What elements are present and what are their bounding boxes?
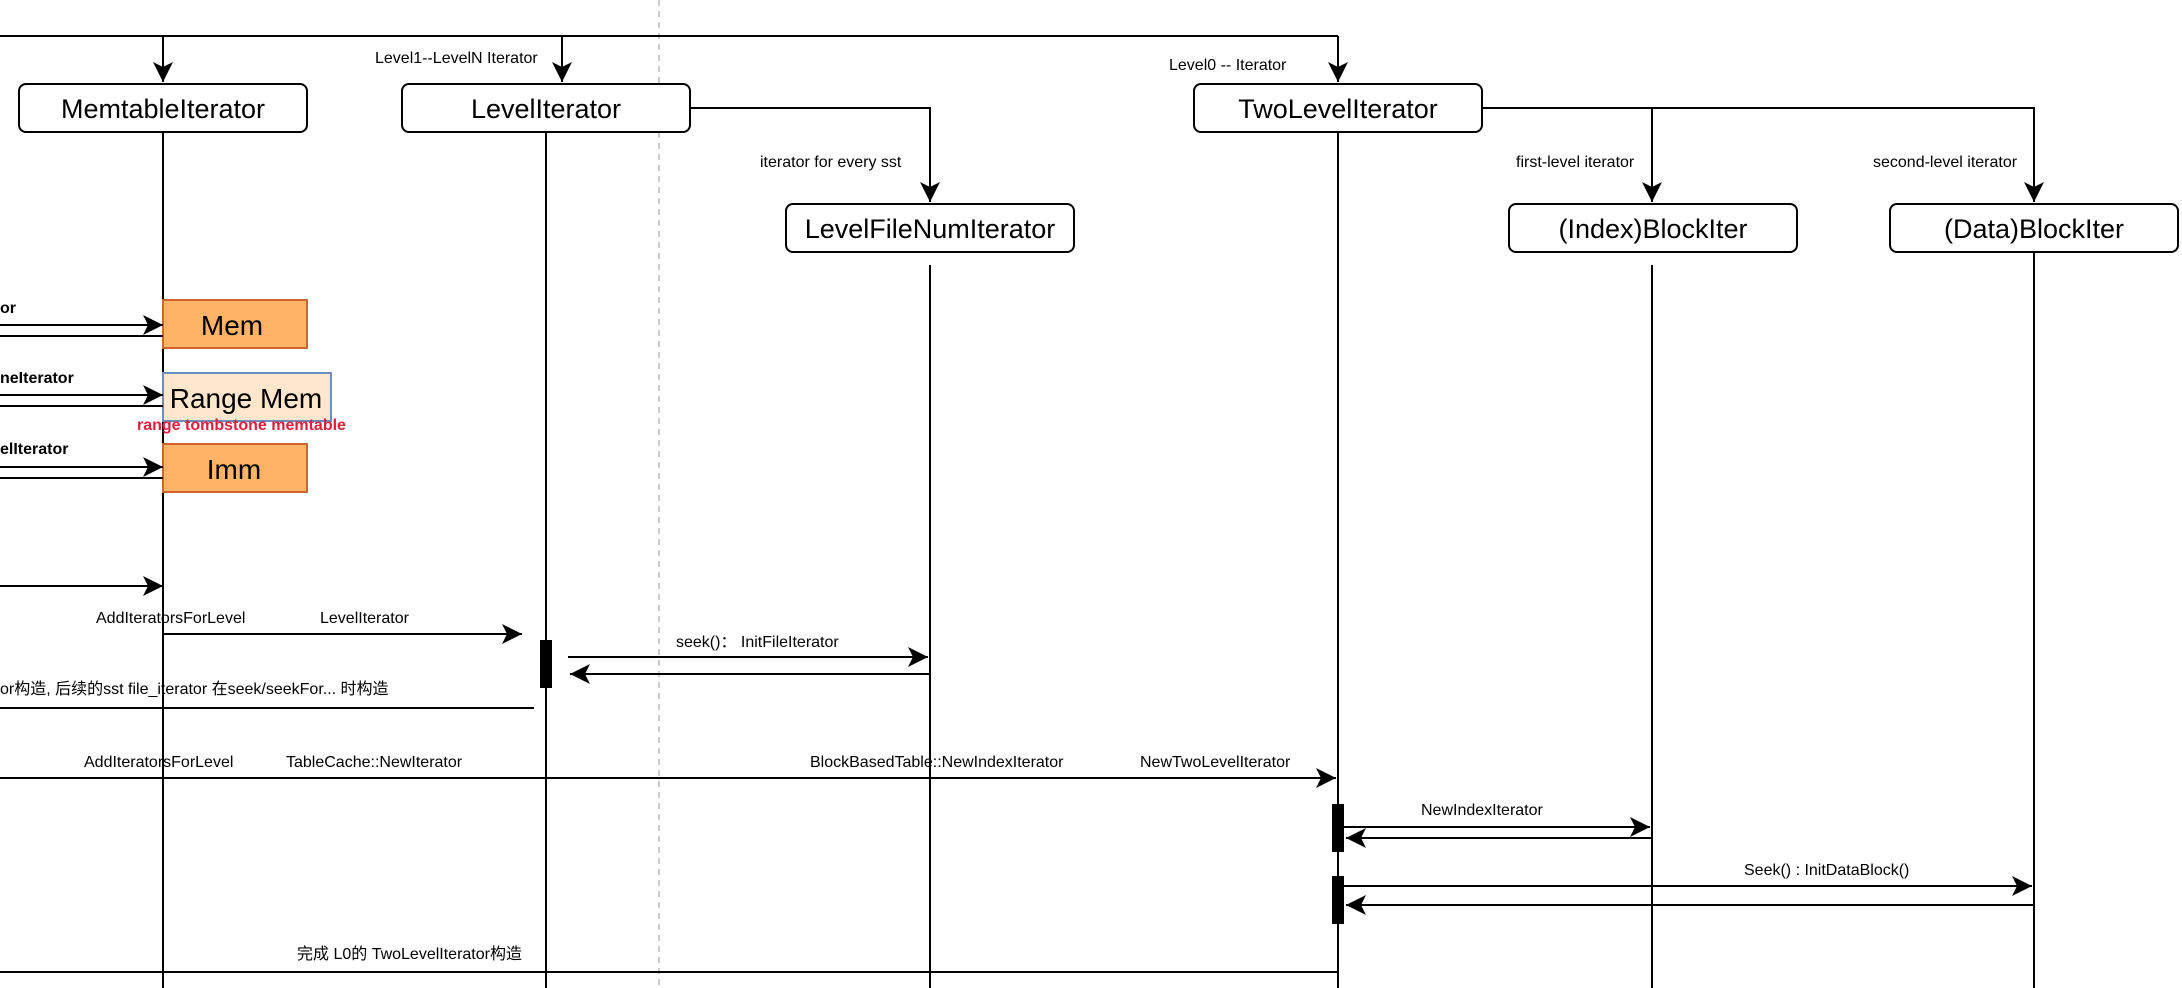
msg-tablecache-new-iterator: TableCache::NewIterator xyxy=(286,754,463,771)
msg-new-two-level-iterator: NewTwoLevelIterator xyxy=(1140,754,1291,771)
truncated-label-ne-iterator: neIterator xyxy=(0,370,74,387)
msg-seek-init-file-iterator: seek()： InitFileIterator xyxy=(676,634,839,651)
msg-l0-done: 完成 L0的 TwoLevelIterator构造 xyxy=(297,945,522,963)
participant-data-block-iter: (Data)BlockIter xyxy=(1889,203,2179,253)
participant-level-iterator: LevelIterator xyxy=(401,83,691,133)
label-level0-iterator: Level0 -- Iterator xyxy=(1169,57,1287,74)
msg-level-iterator: LevelIterator xyxy=(320,610,410,627)
participant-two-level-iterator: TwoLevelIterator xyxy=(1193,83,1483,133)
range-mem-box: Range Mem xyxy=(162,372,332,422)
top-connector xyxy=(0,35,1348,82)
imm-box-label: Imm xyxy=(207,454,261,485)
mem-box-label: Mem xyxy=(201,310,263,341)
label-first-level: first-level iterator xyxy=(1516,154,1635,171)
msg-bbt-new-index-iterator: BlockBasedTable::NewIndexIterator xyxy=(810,754,1064,771)
msg-add-iterators-for-level-1: AddIteratorsForLevel xyxy=(96,610,245,627)
participant-level-file-num-iterator: LevelFileNumIterator xyxy=(785,203,1075,253)
imm-box: Imm xyxy=(162,443,308,493)
participant-label: (Index)BlockIter xyxy=(1558,214,1747,244)
mem-box: Mem xyxy=(162,299,308,349)
activation-two-level-2 xyxy=(1332,876,1344,924)
activation-level-iterator xyxy=(540,640,552,688)
truncated-label-el-iterator: elIterator xyxy=(0,441,68,458)
label-second-level: second-level iterator xyxy=(1873,154,2018,171)
msg-seek-init-data-block: Seek() : InitDataBlock() xyxy=(1744,862,1909,879)
branch-connectors xyxy=(690,107,2044,202)
participant-label: LevelFileNumIterator xyxy=(805,214,1056,244)
lifelines xyxy=(162,132,2035,988)
range-tombstone-note: range tombstone memtable xyxy=(137,417,346,434)
msg-add-iterators-for-level-2: AddIteratorsForLevel xyxy=(84,754,233,771)
msg-new-index-iterator: NewIndexIterator xyxy=(1421,802,1544,819)
participant-label: (Data)BlockIter xyxy=(1944,214,2124,244)
msg-level-built: or构造, 后续的sst file_iterator 在seek/seekFor… xyxy=(0,680,389,698)
range-mem-box-label: Range Mem xyxy=(170,383,323,414)
left-arrows xyxy=(0,315,163,596)
participant-label: TwoLevelIterator xyxy=(1238,94,1438,124)
label-level1-n-iterator: Level1--LevelN Iterator xyxy=(375,50,538,67)
participant-memtable-iterator: MemtableIterator xyxy=(18,83,308,133)
activation-two-level-1 xyxy=(1332,804,1344,852)
label-every-sst: iterator for every sst xyxy=(760,154,902,171)
participant-index-block-iter: (Index)BlockIter xyxy=(1508,203,1798,253)
truncated-label-or: or xyxy=(0,300,16,317)
participant-label: MemtableIterator xyxy=(61,94,265,124)
participant-label: LevelIterator xyxy=(471,94,621,124)
